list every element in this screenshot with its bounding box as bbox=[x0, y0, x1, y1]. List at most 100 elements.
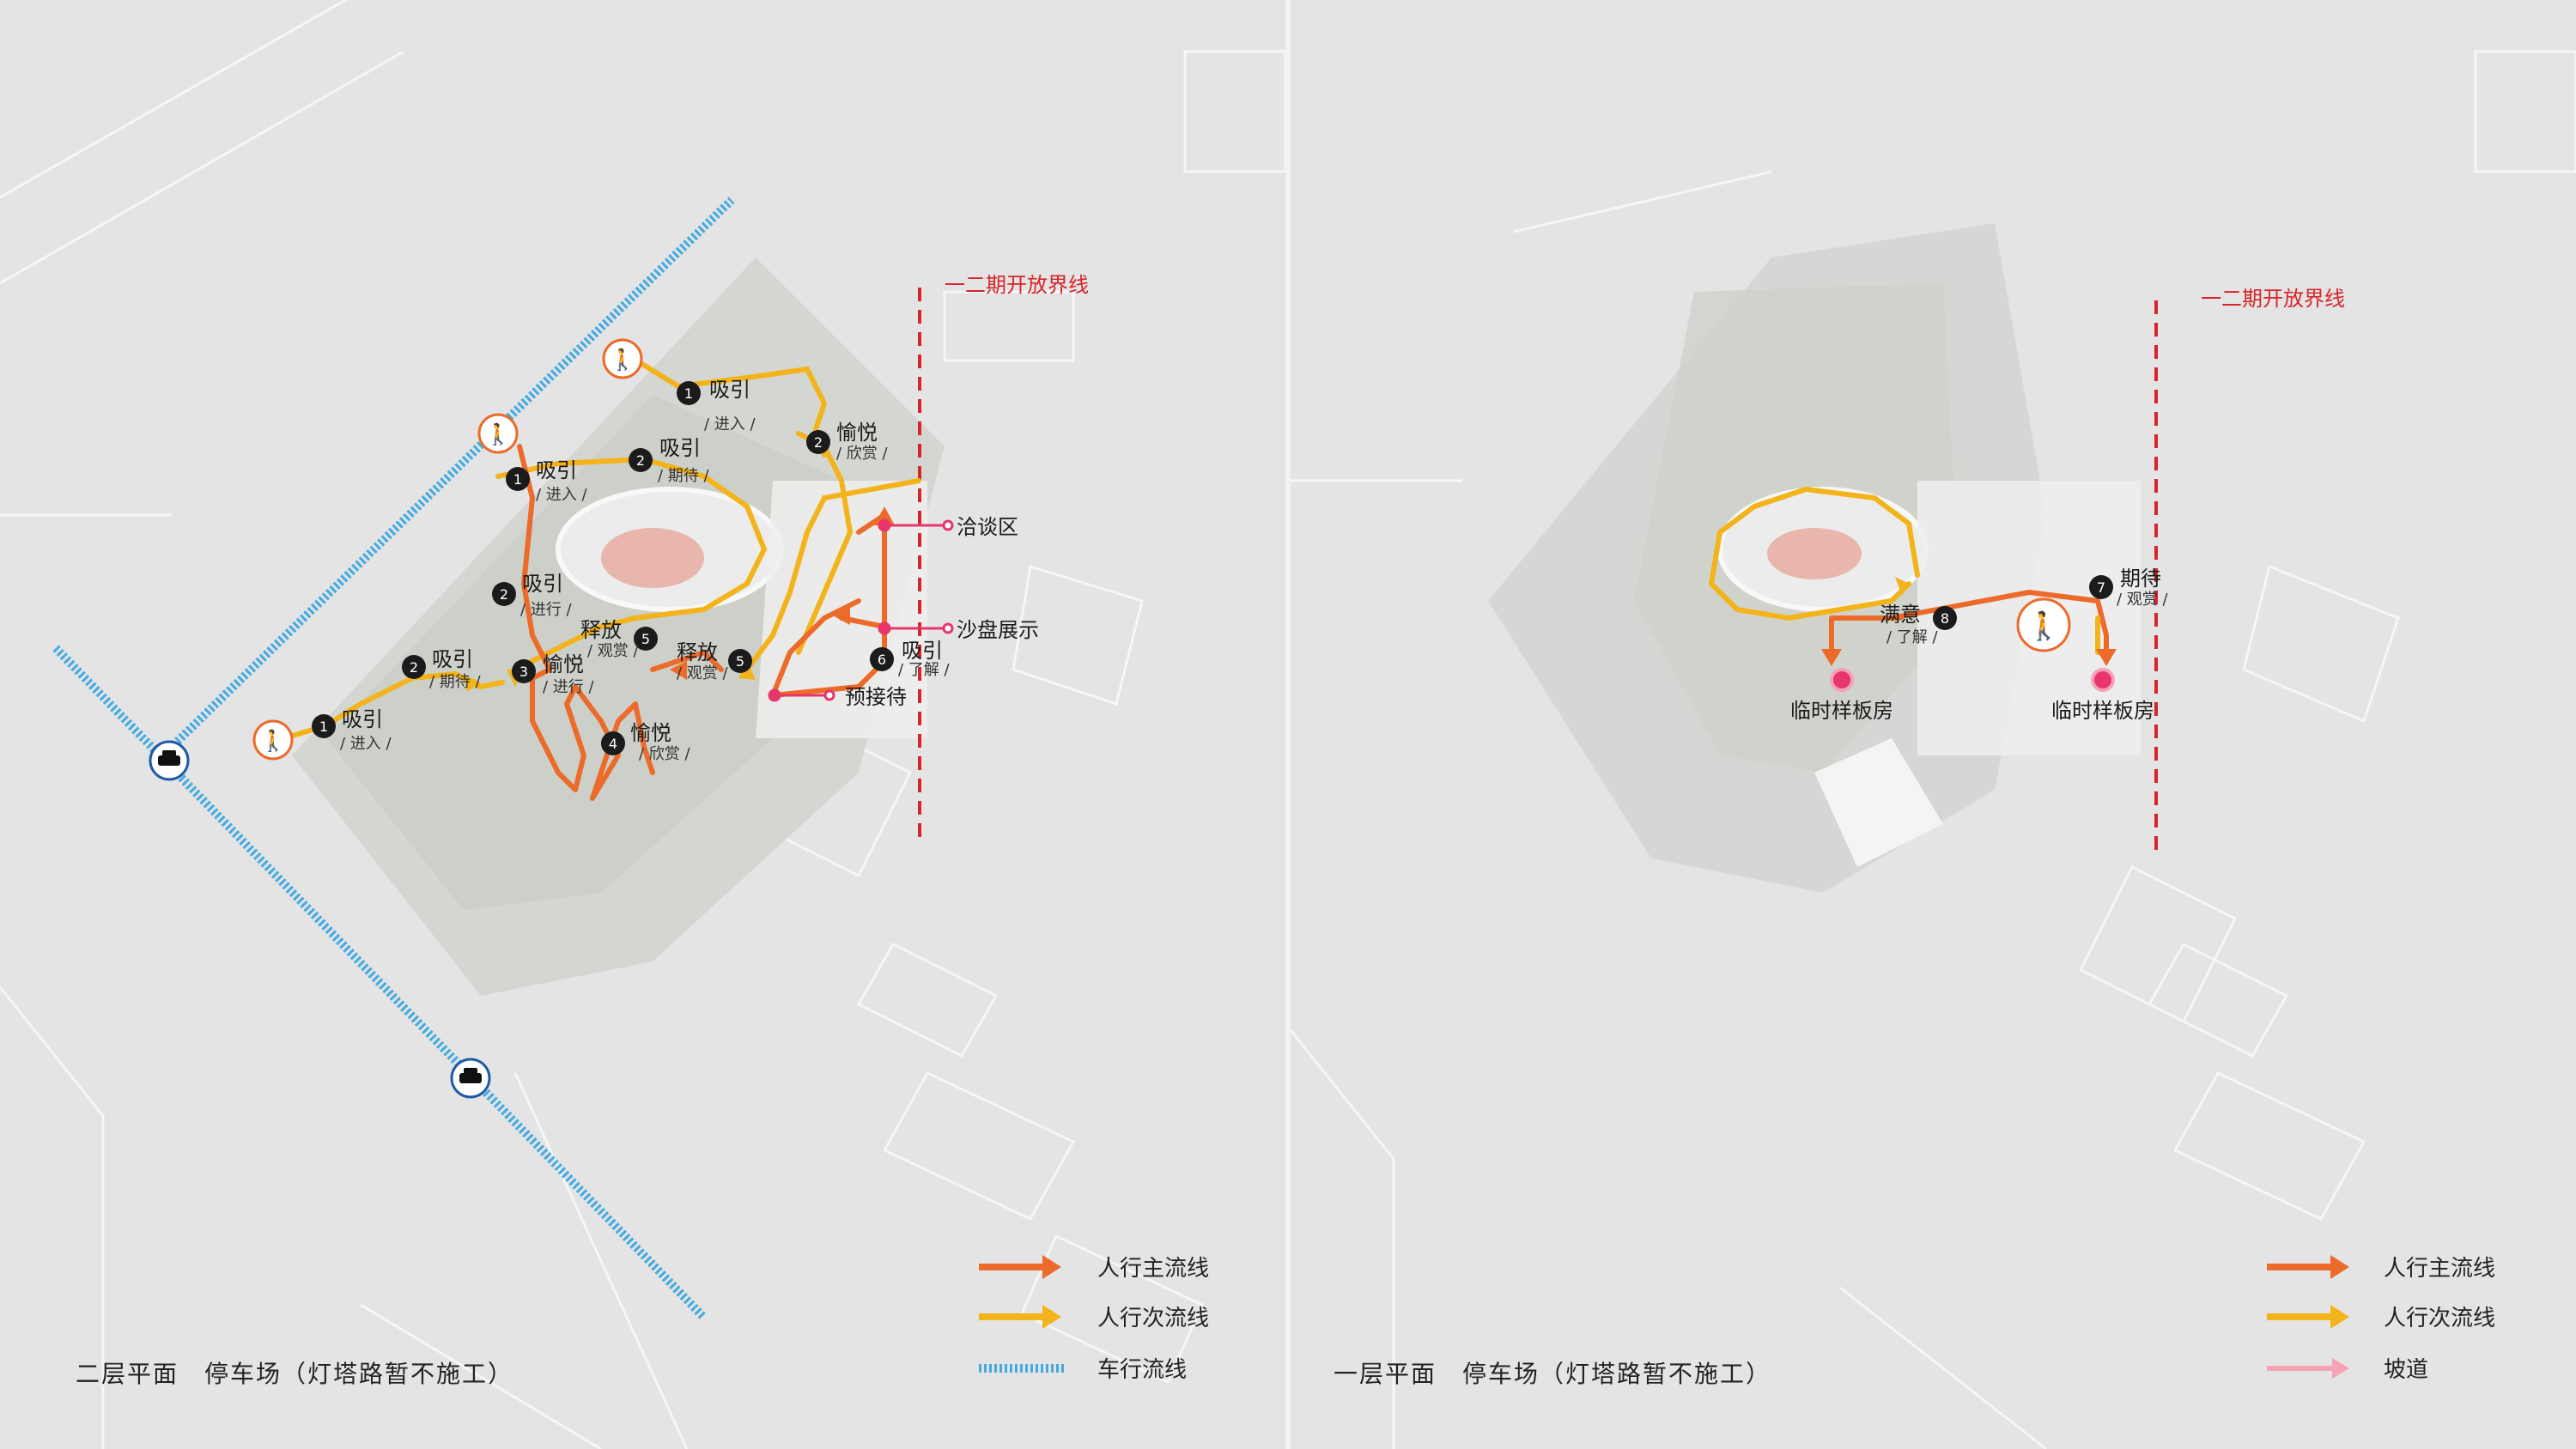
svg-text:🚶: 🚶 bbox=[260, 729, 286, 753]
svg-text:🚶: 🚶 bbox=[485, 422, 511, 446]
svg-text:/ 了解 /: / 了解 / bbox=[1886, 628, 1939, 646]
svg-text:人行次流线: 人行次流线 bbox=[1097, 1306, 1209, 1331]
flow-node: 6 吸引 / 了解 / bbox=[870, 639, 951, 679]
svg-text:/ 观赏 /: / 观赏 / bbox=[2117, 591, 2169, 609]
svg-text:1: 1 bbox=[513, 471, 522, 488]
svg-text:2: 2 bbox=[814, 434, 823, 451]
reception-label: 预接待 bbox=[845, 685, 907, 709]
site-area bbox=[1488, 223, 2141, 893]
svg-text:6: 6 bbox=[878, 652, 886, 668]
flow-node: 3 愉悦 / 进行 / bbox=[512, 652, 595, 696]
phase-boundary-label: 一二期开放界线 bbox=[2201, 287, 2345, 311]
svg-text:/ 欣赏 /: / 欣赏 / bbox=[836, 445, 889, 463]
legend-item-primary: 人行主流线 bbox=[2267, 1255, 2495, 1282]
flow-node: 5 释放 / 观赏 / bbox=[580, 618, 658, 660]
negotiation-area-label: 洽谈区 bbox=[957, 515, 1018, 539]
callout-markers bbox=[768, 518, 954, 702]
svg-text:期待: 期待 bbox=[2120, 567, 2161, 591]
svg-text:/ 进入 /: / 进入 / bbox=[536, 486, 588, 504]
svg-text:车行流线: 车行流线 bbox=[1097, 1357, 1187, 1383]
legend-item-secondary: 人行次流线 bbox=[979, 1305, 1209, 1331]
svg-text:愉悦: 愉悦 bbox=[543, 652, 584, 676]
flow-node: 2 吸引 / 期待 / bbox=[629, 436, 710, 485]
legend-item-secondary: 人行次流线 bbox=[2267, 1305, 2495, 1331]
flow-node: 5 释放 / 观赏 / bbox=[677, 640, 752, 682]
svg-text:5: 5 bbox=[736, 653, 744, 670]
svg-text:1: 1 bbox=[319, 718, 328, 735]
svg-text:/ 观赏 /: / 观赏 / bbox=[587, 642, 640, 660]
model-house-point: 临时样板房 bbox=[2051, 668, 2154, 723]
svg-text:2: 2 bbox=[410, 659, 418, 676]
pedestrian-icon: 🚶 bbox=[602, 338, 643, 379]
svg-text:吸引: 吸引 bbox=[659, 436, 701, 460]
svg-text:坡道: 坡道 bbox=[2384, 1357, 2428, 1383]
svg-text:吸引: 吸引 bbox=[709, 378, 750, 402]
flow-node: 1 吸引 / 进入 / bbox=[506, 458, 588, 504]
background-outlines bbox=[1291, 50, 2576, 1449]
svg-text:🚶: 🚶 bbox=[2026, 609, 2061, 642]
svg-text:临时样板房: 临时样板房 bbox=[1790, 699, 1893, 723]
pedestrian-icon: 🚶 bbox=[252, 719, 294, 761]
flow-node: 2 吸引 / 期待 / bbox=[402, 647, 482, 691]
svg-text:/ 欣赏 /: / 欣赏 / bbox=[639, 745, 691, 763]
svg-text:1: 1 bbox=[684, 385, 693, 402]
svg-text:人行次流线: 人行次流线 bbox=[2384, 1306, 2495, 1331]
pedestrian-icon: 🚶 bbox=[477, 413, 519, 454]
svg-text:人行主流线: 人行主流线 bbox=[2384, 1256, 2495, 1282]
svg-text:4: 4 bbox=[609, 736, 617, 752]
car-icon bbox=[450, 1058, 491, 1099]
phase-boundary-label: 一二期开放界线 bbox=[945, 273, 1089, 297]
background-outlines bbox=[0, 0, 1285, 1449]
flow-node: 2 愉悦 / 欣赏 / bbox=[806, 421, 889, 463]
svg-text:5: 5 bbox=[641, 631, 650, 647]
svg-text:吸引: 吸引 bbox=[432, 647, 473, 671]
svg-text:释放: 释放 bbox=[677, 640, 718, 664]
flow-lines bbox=[1709, 487, 2109, 655]
legend-item-primary: 人行主流线 bbox=[979, 1255, 1209, 1282]
svg-text:吸引: 吸引 bbox=[536, 458, 577, 482]
legend-item-ramp: 坡道 bbox=[2267, 1357, 2428, 1383]
second-floor-plan-panel: 一二期开放界线 bbox=[0, 0, 1285, 1449]
panel-divider bbox=[1285, 0, 1291, 1449]
model-house-point: 临时样板房 bbox=[1790, 668, 1893, 723]
svg-text:8: 8 bbox=[1941, 610, 1949, 627]
car-icon bbox=[149, 740, 190, 781]
svg-text:满意: 满意 bbox=[1880, 603, 1921, 627]
svg-text:临时样板房: 临时样板房 bbox=[2051, 699, 2154, 723]
svg-text:/ 期待 /: / 期待 / bbox=[429, 673, 482, 691]
second-floor-plan-map: 一二期开放界线 bbox=[0, 0, 1285, 1449]
legend: 人行主流线 人行次流线 车行流线 bbox=[979, 1255, 1209, 1383]
svg-text:吸引: 吸引 bbox=[522, 572, 563, 596]
sandtable-label: 沙盘展示 bbox=[957, 618, 1039, 642]
svg-text:/ 了解 /: / 了解 / bbox=[898, 661, 951, 679]
svg-text:🚶: 🚶 bbox=[610, 348, 635, 372]
floor-caption: 二层平面 停车场（灯塔路暂不施工） bbox=[76, 1360, 513, 1388]
first-floor-plan-panel: 一二期开放界线 🚶 7 期待 bbox=[1291, 0, 2576, 1449]
svg-text:人行主流线: 人行主流线 bbox=[1097, 1256, 1209, 1282]
flow-node: 2 吸引 / 进行 / bbox=[492, 572, 573, 619]
svg-text:2: 2 bbox=[636, 452, 645, 469]
svg-text:愉悦: 愉悦 bbox=[836, 421, 878, 445]
flow-node: 1 吸引 / 进入 / bbox=[312, 707, 392, 753]
svg-text:/ 期待 /: / 期待 / bbox=[658, 467, 710, 485]
legend: 人行主流线 人行次流线 坡道 bbox=[2267, 1255, 2495, 1383]
flow-arrowheads bbox=[670, 506, 895, 680]
svg-text:/ 观赏 /: / 观赏 / bbox=[677, 664, 729, 682]
svg-text:释放: 释放 bbox=[580, 618, 622, 642]
svg-text:/ 进行 /: / 进行 / bbox=[543, 678, 595, 696]
floor-caption: 一层平面 停车场（灯塔路暂不施工） bbox=[1334, 1360, 1771, 1388]
svg-text:3: 3 bbox=[519, 664, 528, 680]
svg-text:/ 进入 /: / 进入 / bbox=[704, 415, 756, 433]
svg-text:愉悦: 愉悦 bbox=[630, 721, 671, 745]
flow-node: 7 期待 / 观赏 / bbox=[2089, 567, 2169, 609]
pedestrian-icon: 🚶 bbox=[2016, 597, 2071, 652]
flow-node: 4 愉悦 / 欣赏 / bbox=[601, 721, 691, 763]
first-floor-plan-map: 一二期开放界线 🚶 7 期待 bbox=[1291, 50, 2576, 1449]
legend-item-vehicle: 车行流线 bbox=[979, 1357, 1187, 1383]
svg-text:7: 7 bbox=[2097, 579, 2105, 596]
svg-text:吸引: 吸引 bbox=[902, 639, 943, 663]
flow-arrowheads bbox=[1821, 577, 2117, 666]
svg-text:吸引: 吸引 bbox=[342, 707, 383, 731]
svg-text:/ 进行 /: / 进行 / bbox=[520, 601, 573, 619]
